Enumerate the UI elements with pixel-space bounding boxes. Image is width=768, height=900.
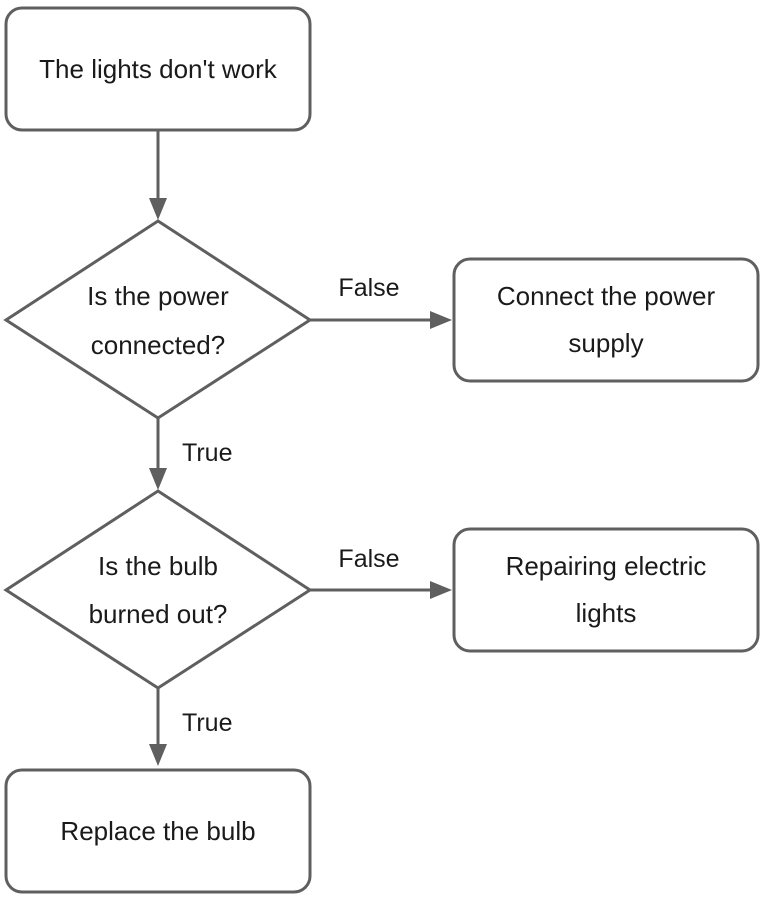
- node-bulb-check-label-line1: Is the bulb: [98, 551, 218, 581]
- edge-bulb-false: False: [310, 545, 452, 599]
- edge-power-false: False: [310, 274, 452, 329]
- node-bulb-check: Is the bulb burned out?: [3, 489, 313, 690]
- edge-bulb-true-label: True: [182, 709, 232, 737]
- node-power-check-label-line2: connected?: [91, 330, 225, 360]
- node-replace-bulb-label: Replace the bulb: [60, 816, 255, 846]
- edge-start-arrowhead: [149, 198, 167, 220]
- node-repair-lights-box: [452, 527, 760, 653]
- node-connect-power: Connect the power supply: [452, 257, 760, 383]
- edge-bulb-false-label: False: [338, 545, 399, 573]
- node-connect-power-label-line1: Connect the power: [497, 281, 716, 311]
- edge-power-true-arrowhead: [149, 468, 167, 490]
- node-power-check-label-line1: Is the power: [87, 281, 229, 311]
- node-power-check: Is the power connected?: [3, 219, 313, 420]
- node-replace-bulb: Replace the bulb: [4, 768, 312, 894]
- edge-bulb-true: True: [149, 688, 232, 766]
- edge-power-false-label: False: [338, 274, 399, 302]
- node-connect-power-label-line2: supply: [568, 328, 643, 358]
- edge-power-true-label: True: [182, 439, 232, 467]
- node-bulb-check-label-line2: burned out?: [89, 599, 228, 629]
- node-repair-lights-label-line2: lights: [576, 598, 637, 628]
- node-connect-power-box: [452, 257, 760, 383]
- node-repair-lights: Repairing electric lights: [452, 527, 760, 653]
- edge-bulb-true-arrowhead: [149, 744, 167, 766]
- node-bulb-check-diamond: [3, 489, 313, 690]
- node-replace-bulb-box: [4, 768, 312, 894]
- node-start: The lights don't work: [4, 6, 312, 132]
- node-start-label: The lights don't work: [39, 54, 278, 84]
- edge-power-false-arrowhead: [430, 311, 452, 329]
- edge-power-true: True: [149, 418, 232, 490]
- edge-bulb-false-arrowhead: [430, 581, 452, 599]
- node-repair-lights-label-line1: Repairing electric: [506, 551, 707, 581]
- edge-start-to-power-check: [149, 130, 167, 220]
- node-power-check-diamond: [3, 219, 313, 420]
